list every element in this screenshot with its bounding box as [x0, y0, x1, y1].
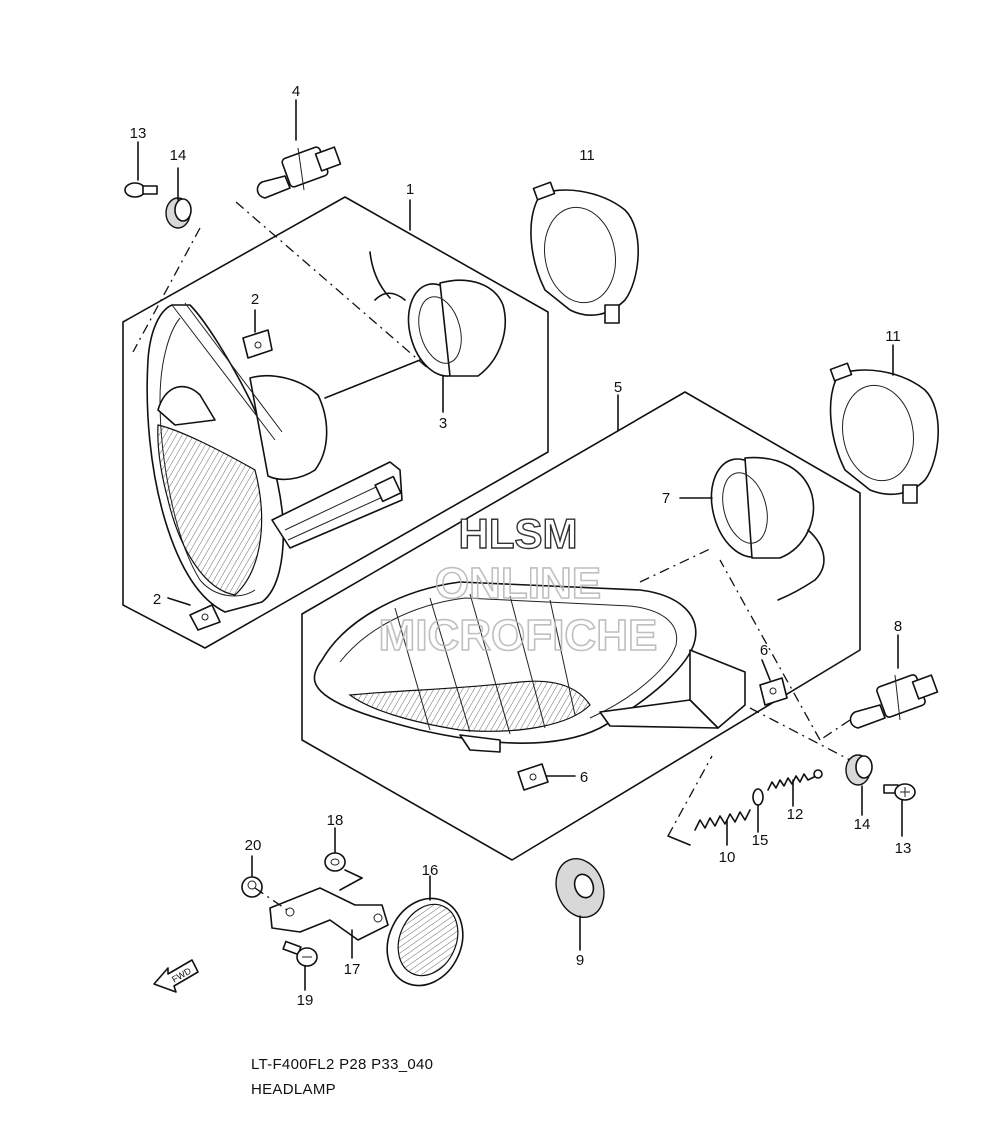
callout-14a: 14 — [170, 147, 187, 164]
callout-13a: 13 — [130, 125, 147, 142]
washer-15 — [752, 788, 764, 806]
nut-20 — [241, 876, 263, 898]
diagram-code: LT-F400FL2 P28 P33_040 — [251, 1056, 433, 1073]
bolt-19 — [282, 940, 318, 967]
callout-14b: 14 — [854, 816, 871, 833]
group-frame-1 — [122, 196, 549, 649]
callout-10: 10 — [719, 849, 736, 866]
clip-2b — [189, 604, 221, 631]
watermark-line2: ONLINE — [435, 559, 601, 608]
spring-10 — [694, 809, 751, 831]
spring-12 — [767, 769, 823, 791]
callout-12: 12 — [787, 806, 804, 823]
callout-17: 17 — [344, 961, 361, 978]
bulb-4 — [256, 146, 342, 199]
callout-20: 20 — [245, 837, 262, 854]
screw-13a — [124, 182, 158, 198]
headlamp-1 — [146, 302, 403, 613]
watermark-line1: HLSM — [459, 510, 578, 557]
fwd-arrow-icon: FWD — [153, 959, 199, 993]
callout-6b: 6 — [580, 769, 588, 786]
headlamp-5 — [313, 581, 746, 753]
bulb-socket-7 — [710, 456, 825, 601]
clip-2a — [242, 329, 273, 359]
watermark-line3: MICROFICHE — [379, 611, 658, 660]
nut-18 — [324, 852, 346, 872]
callout-7: 7 — [662, 490, 670, 507]
callout-4: 4 — [292, 83, 300, 100]
group-frame-5 — [301, 391, 861, 861]
callout-6a: 6 — [760, 642, 768, 659]
grommet-14b — [845, 754, 873, 786]
clip-6b — [517, 763, 549, 791]
reflector-16 — [386, 897, 464, 987]
watermark: MICROFICHE ONLINE HLSM — [378, 509, 658, 660]
callout-11a: 11 — [579, 147, 595, 164]
callout-numbers: 4 13 14 11 1 2 11 5 3 7 2 8 6 6 12 14 18… — [130, 83, 912, 1009]
clip-6a — [759, 677, 788, 706]
bulb-8 — [849, 674, 939, 729]
callout-15: 15 — [752, 832, 769, 849]
screw-13b — [883, 783, 916, 801]
callout-2b: 2 — [153, 591, 161, 608]
callout-9: 9 — [576, 952, 584, 969]
grommet-14a — [165, 197, 192, 229]
footer: LT-F400FL2 P28 P33_040 HEADLAMP — [251, 1056, 433, 1098]
leader-lines — [132, 99, 903, 991]
retaining-ring-11a — [530, 181, 639, 324]
callout-11b: 11 — [885, 328, 901, 345]
callout-18: 18 — [327, 812, 344, 829]
callout-1: 1 — [406, 181, 414, 198]
rubber-ring-9 — [555, 858, 605, 918]
bracket-17 — [269, 887, 389, 941]
bulb-socket-3 — [369, 251, 506, 377]
callout-16: 16 — [422, 862, 439, 879]
callout-5: 5 — [614, 379, 622, 396]
diagram-title: HEADLAMP — [251, 1081, 336, 1098]
callout-8: 8 — [894, 618, 902, 635]
callout-13b: 13 — [895, 840, 912, 857]
callout-19: 19 — [297, 992, 314, 1009]
retaining-ring-11b — [829, 362, 939, 504]
callout-3: 3 — [439, 415, 447, 432]
callout-2a: 2 — [251, 291, 259, 308]
